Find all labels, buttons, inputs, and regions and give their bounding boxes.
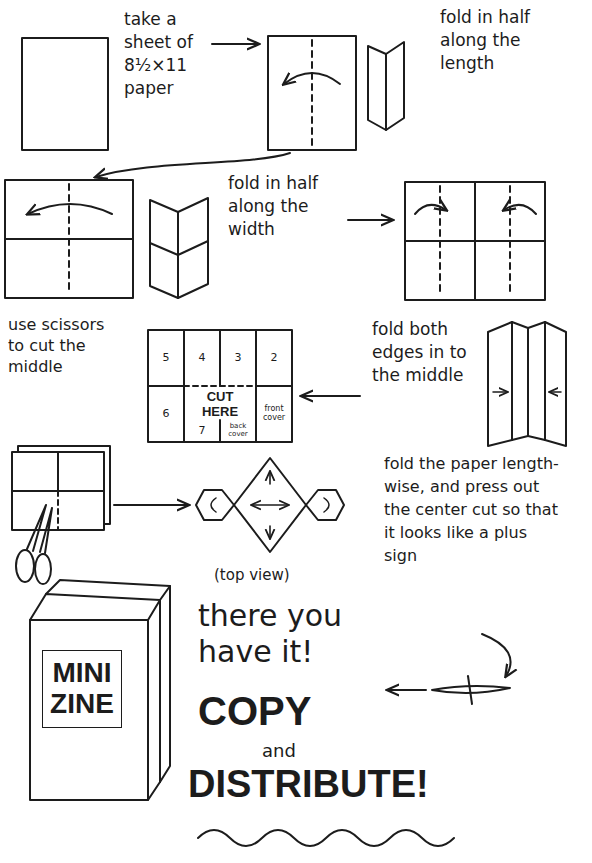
fold-line (439, 186, 441, 296)
cover-label: front cover (257, 405, 291, 423)
instruction-text: fold the paper length-wise, and press ou… (384, 452, 564, 567)
booklet-page (148, 600, 160, 800)
page-number: 2 (271, 352, 278, 365)
booklet-page (46, 580, 170, 600)
gate-fold-flap (545, 322, 566, 446)
page-cell: 5 (148, 330, 184, 386)
closing-text: there you have it! (198, 598, 374, 670)
instruction-text: fold in half along the width (228, 172, 332, 241)
fold-arrow (415, 205, 446, 214)
fold-arrow (284, 73, 340, 84)
page-grid (148, 330, 292, 442)
paper-sheet (405, 182, 545, 300)
sketches (5, 36, 566, 846)
call-to-action: COPY (198, 688, 311, 734)
step-arrow (114, 504, 188, 506)
instruction-text: fold both edges in to the middle (372, 318, 482, 387)
fold-arrow (493, 391, 507, 393)
fold-line (150, 241, 208, 255)
press-arrow (324, 498, 329, 512)
page-cell: 7 (184, 420, 220, 442)
plus-side-view (468, 676, 472, 704)
page-cell: 2 (256, 330, 292, 386)
instruction-text: use scissors to cut the middle (8, 314, 108, 377)
step-arrow (212, 43, 258, 45)
instruction-text: fold in half along the length (440, 6, 536, 75)
step-arrow (302, 395, 360, 397)
scissors-blade (40, 508, 52, 553)
zine-title: MINI ZINE (50, 658, 114, 720)
paper-sheet (12, 452, 104, 530)
paper-sheet (268, 36, 356, 150)
instruction-text: take a sheet of 8½×11 paper (124, 8, 216, 100)
page-number: 5 (163, 352, 170, 365)
step-arrow (388, 689, 426, 691)
booklet-cover (30, 620, 148, 800)
grid-line (184, 386, 256, 442)
press-arrow (269, 472, 271, 484)
zine-title-box: MINI ZINE (42, 650, 122, 728)
fold-line (68, 184, 70, 294)
fold-line (57, 452, 59, 491)
grid-line (148, 385, 292, 387)
folded-sheet (368, 46, 386, 130)
scissors-handle (35, 554, 51, 584)
fold-arrow (550, 391, 561, 393)
call-to-action: DISTRIBUTE! (188, 762, 429, 806)
grid-line (184, 330, 256, 386)
plus-top-view (196, 490, 234, 520)
gate-fold-panel (528, 322, 545, 440)
page-cell: front cover (256, 386, 292, 442)
fold-arrow (504, 205, 536, 214)
booklet-page (160, 586, 170, 782)
page-number: 7 (199, 425, 206, 438)
page-cell: 6 (148, 386, 184, 442)
page-cell: 3 (220, 330, 256, 386)
view-caption: (top view) (214, 566, 290, 584)
fold-arrow (28, 204, 112, 214)
page-number: 3 (235, 352, 242, 365)
plus-top-view (234, 458, 306, 552)
cut-marker: CUT HERE (198, 389, 242, 419)
page-cell: back cover (220, 419, 256, 442)
wavy-underline (198, 830, 454, 846)
press-arrow (252, 504, 288, 506)
press-arrow (269, 526, 271, 538)
gate-fold-flap (488, 322, 512, 446)
step-arrow (482, 634, 511, 676)
cover-label: back cover (221, 423, 255, 438)
page-number: 6 (163, 408, 170, 421)
page-number: 4 (199, 352, 206, 365)
fold-line (474, 182, 476, 300)
cut-line (57, 491, 59, 530)
gate-fold-panel (512, 322, 528, 440)
page-cell: 4 (184, 330, 220, 386)
press-arrow (211, 498, 216, 512)
plus-top-view (306, 490, 344, 520)
paper-sheet (5, 180, 133, 298)
paper-sheet (18, 446, 110, 524)
paper-sheet (22, 38, 108, 150)
fold-line (311, 40, 313, 146)
cut-line (184, 385, 256, 387)
folded-sheet (386, 42, 404, 130)
call-to-action: and (262, 740, 296, 762)
step-arrow (348, 219, 392, 221)
fold-line (509, 186, 511, 296)
scissors-handle (16, 550, 34, 582)
booklet-page (30, 594, 160, 620)
